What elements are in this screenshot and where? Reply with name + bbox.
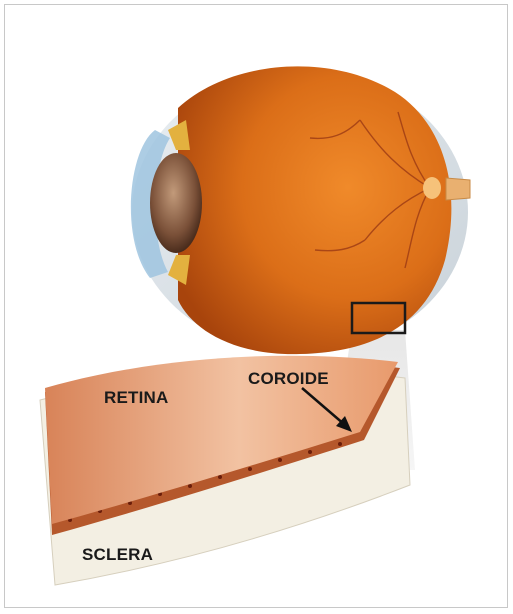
lens (150, 153, 202, 253)
label-sclera: SCLERA (82, 545, 153, 565)
optic-disc (423, 177, 441, 199)
optic-nerve (446, 178, 470, 200)
label-coroide: COROIDE (248, 369, 329, 389)
label-retina: RETINA (104, 388, 168, 408)
eyeball-fundus (178, 66, 451, 354)
